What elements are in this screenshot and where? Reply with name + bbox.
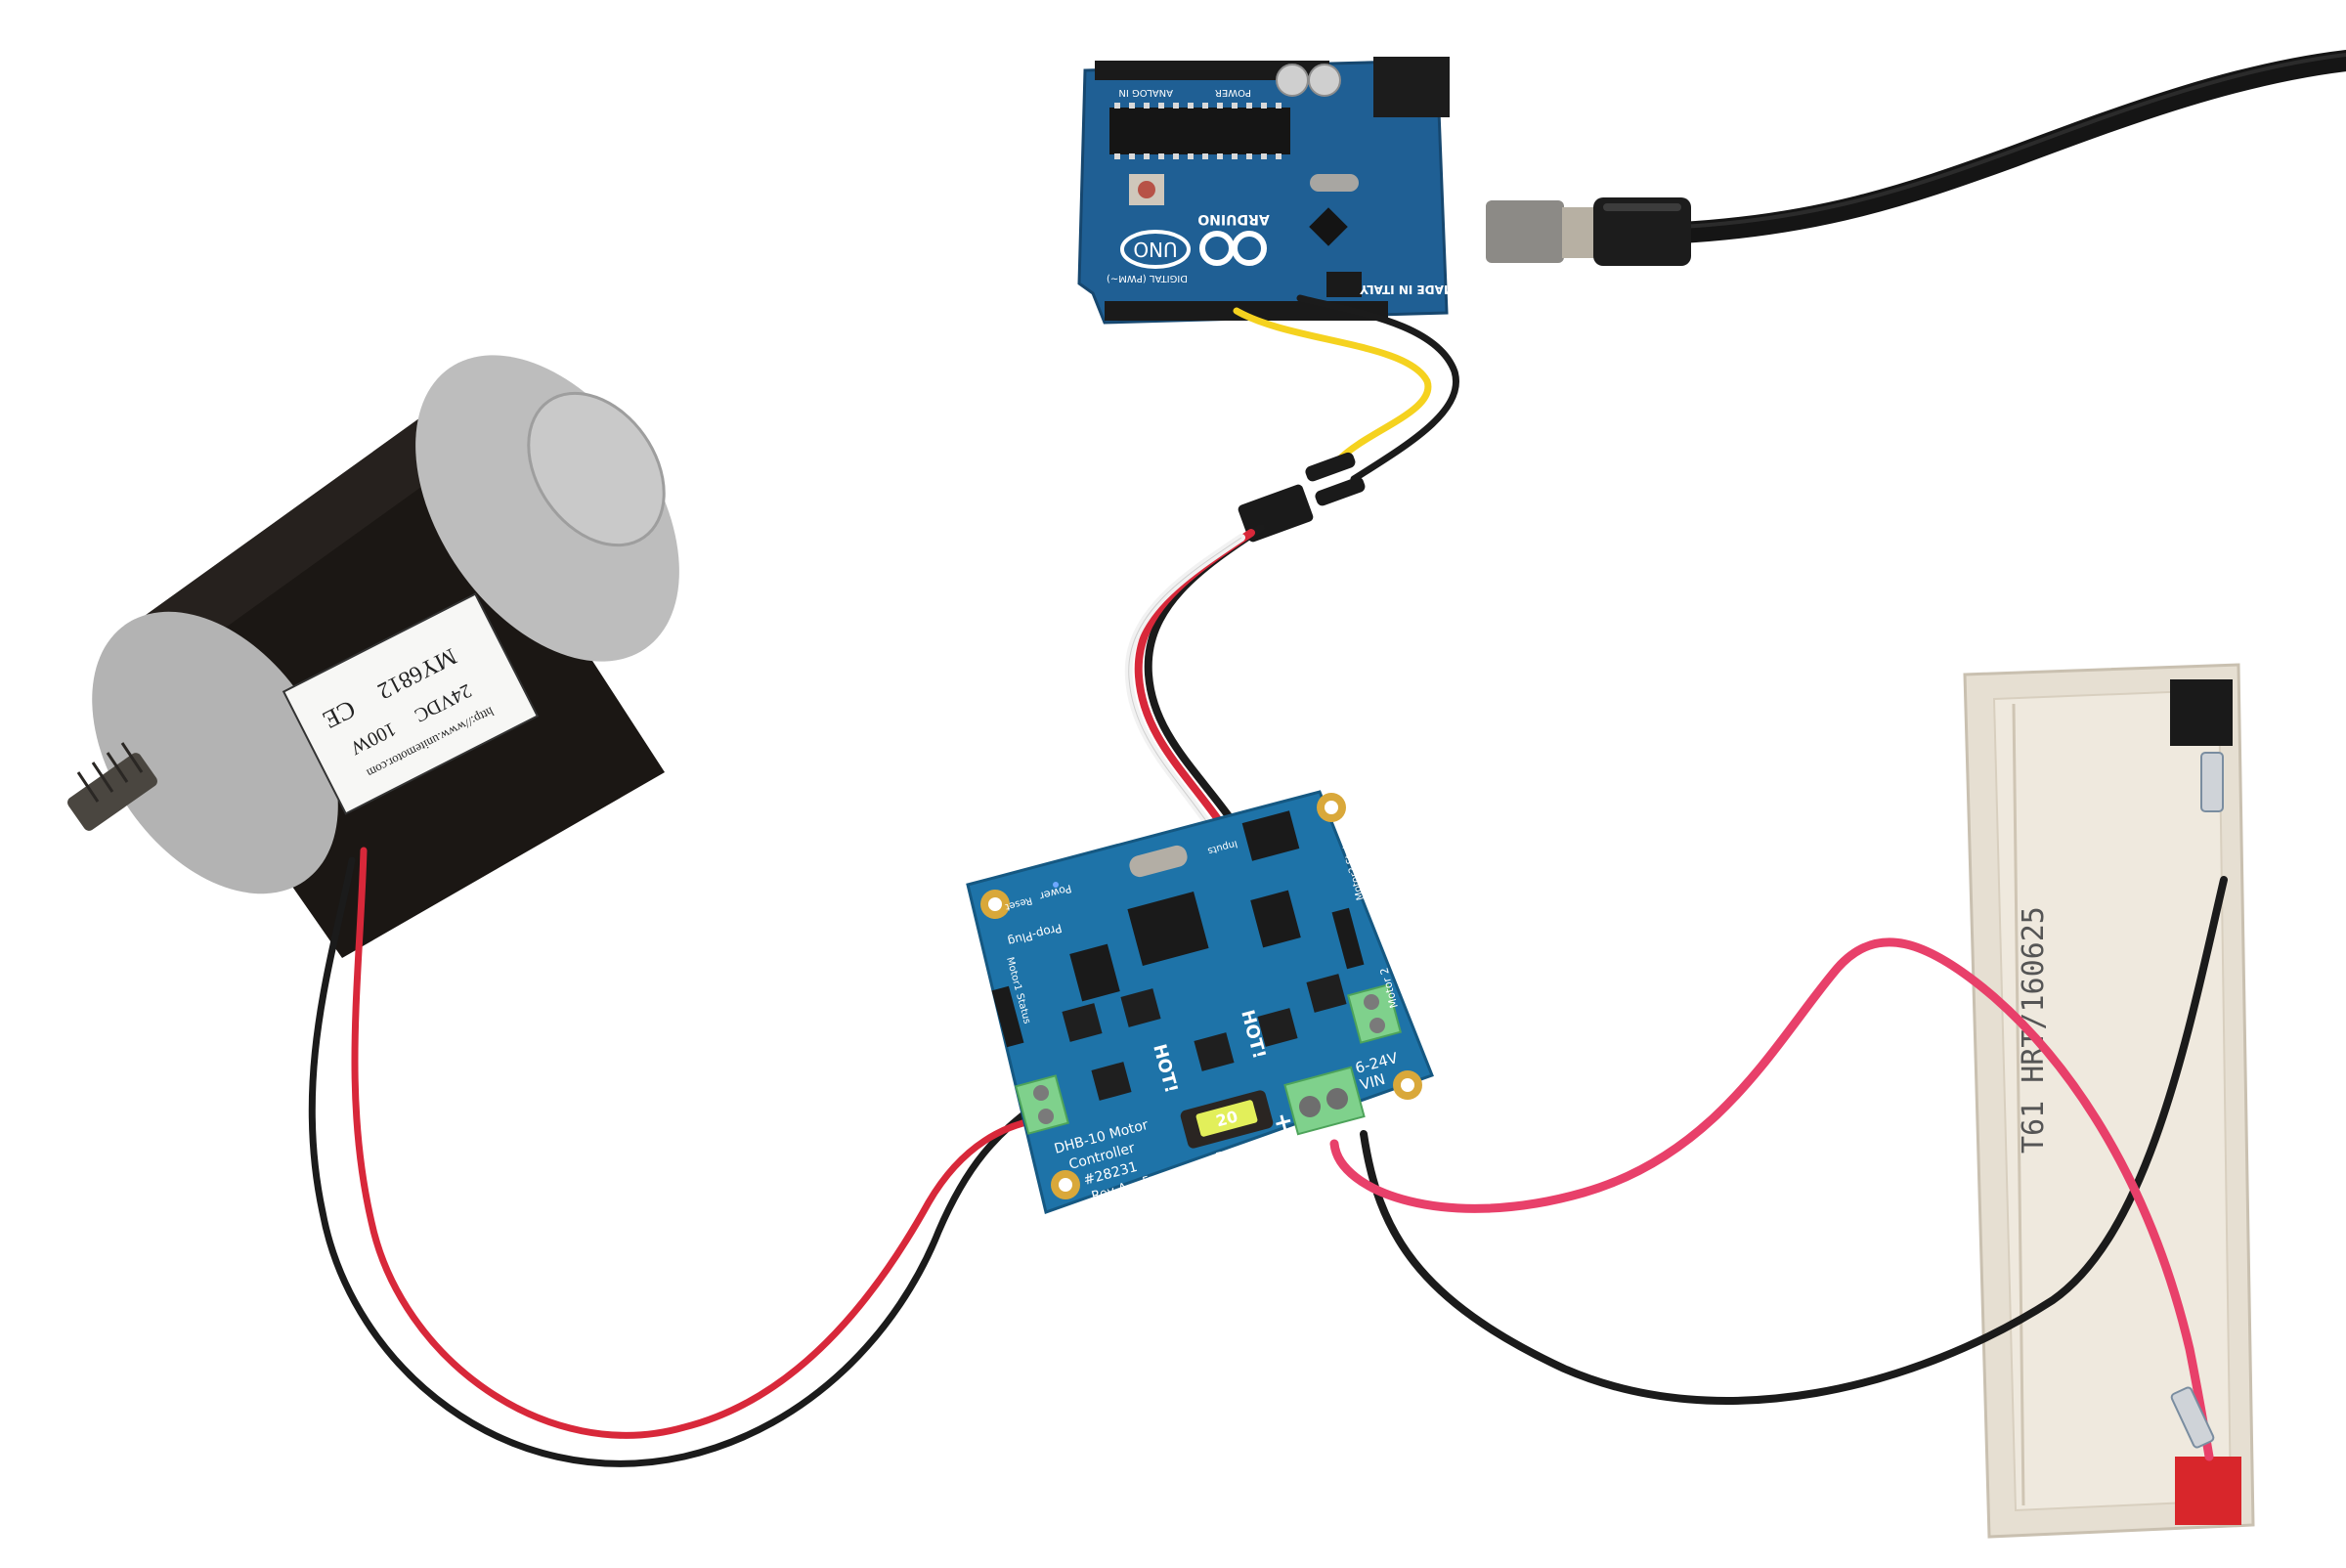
microcontroller-chip: [1127, 891, 1209, 967]
motor2-terminal-block: [1347, 983, 1402, 1044]
motor-label: http://www.unitemotor.com 24VDC 100W MY6…: [282, 592, 540, 815]
crystal: [1310, 174, 1359, 192]
motor-lead-wires: [308, 847, 1045, 1467]
power-header-label: POWER: [1215, 87, 1251, 98]
arduino-model-label: UNO: [1133, 238, 1177, 261]
battery-negative-terminal: [2170, 679, 2233, 746]
controller-date-code: 1646: [1101, 1199, 1125, 1215]
battery: T61 HRT/160625: [1963, 663, 2255, 1539]
usb-plug-housing: [1593, 197, 1691, 266]
arduino-top-headers: [1095, 61, 1329, 80]
input-header: [1241, 810, 1300, 861]
vin-terminal-block: [1283, 1066, 1366, 1136]
battery-positive-terminal: [2175, 1457, 2241, 1525]
motor1-terminal-block: [1015, 1074, 1069, 1135]
arduino-brand-label: ARDUINO: [1197, 211, 1270, 227]
atmega-chip: [1109, 108, 1290, 154]
arduino-uno-board: UNO ARDUINO MADE IN ITALY ANALOG IN POWE…: [1077, 57, 1455, 325]
positive-spade-connector: [2170, 1386, 2215, 1449]
analog-in-label: ANALOG IN: [1118, 87, 1173, 98]
digital-header-label: DIGITAL (PWM~): [1107, 273, 1188, 283]
signal-jumper-wires: [1124, 294, 1459, 858]
fuse-20a: [1195, 1100, 1258, 1137]
usb-plug-metal: [1486, 200, 1564, 263]
dc-power-jack: [1373, 57, 1450, 117]
motor-front-endcap: [92, 611, 338, 894]
controller-crystal: [1129, 845, 1188, 878]
negative-spade-connector: [2200, 752, 2224, 812]
fuse-label: Fuse: [1214, 1144, 1243, 1164]
dc-motor: http://www.unitemotor.com 24VDC 100W MY6…: [67, 355, 679, 958]
dhb10-motor-controller: 20 DHB-10 Motor Controller #28231 Rev A …: [966, 790, 1434, 1215]
arduino-logo: UNO ARDUINO: [1120, 211, 1270, 269]
battery-cables: [1329, 752, 2228, 1461]
usb-cable: [1486, 50, 2346, 266]
made-in-italy-label: MADE IN ITALY: [1360, 283, 1455, 296]
arduino-digital-headers: [1105, 301, 1388, 321]
